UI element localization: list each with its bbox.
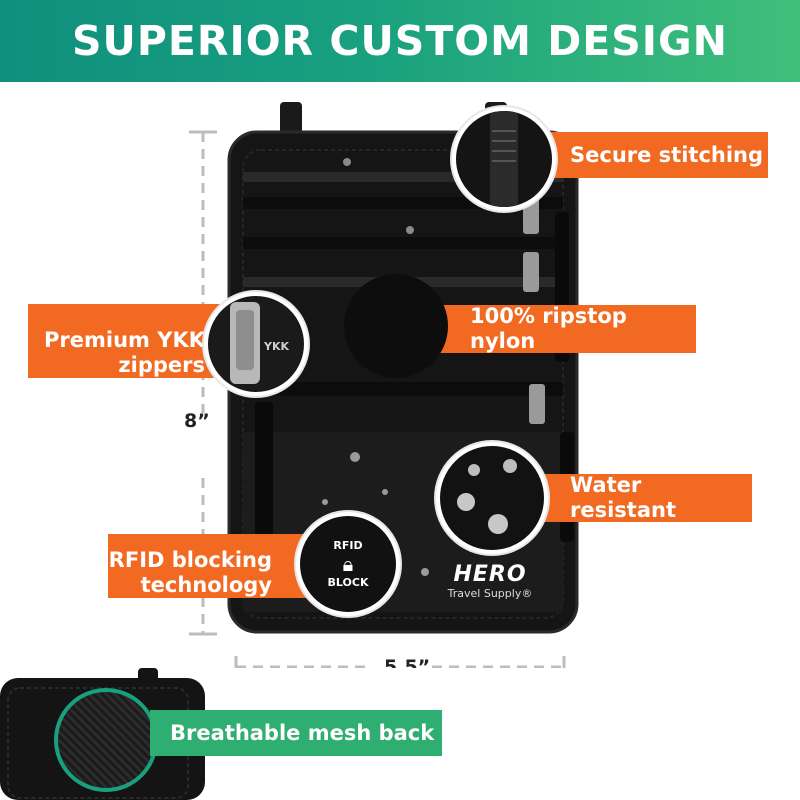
- zipper-detail-circle: YKK: [204, 292, 308, 396]
- rfid-line2: technology: [140, 573, 272, 597]
- banner-title: SUPERIOR CUSTOM DESIGN: [72, 17, 728, 65]
- water-droplets-icon: [457, 459, 517, 534]
- premium-ykk-line1: Premium YKK: [44, 328, 205, 352]
- rfid-badge-top: RFID: [333, 539, 363, 552]
- strap-icon: [490, 111, 518, 207]
- water-resistant-label: Water resistant: [570, 473, 676, 522]
- zipper-tag-label: YKK: [264, 340, 290, 353]
- callout-mesh-back: Breathable mesh back: [150, 710, 442, 756]
- ripstop-detail-circle: [344, 274, 448, 378]
- rfid-badge-bottom: BLOCK: [327, 576, 369, 589]
- ripstop-label: 100% ripstop nylon: [470, 304, 627, 353]
- brand-name: HERO: [453, 562, 527, 587]
- zipper-icon: [230, 302, 260, 384]
- callout-ripstop: 100% ripstop nylon: [400, 304, 696, 353]
- height-label: 8”: [184, 410, 210, 432]
- lock-icon: 🔒︎: [342, 552, 354, 576]
- brand-logo: HERO Travel Supply®: [430, 562, 550, 600]
- stitching-detail-circle: [452, 107, 556, 211]
- header-banner: SUPERIOR CUSTOM DESIGN: [0, 0, 800, 82]
- product-stage: 8” 5.5” HERO Travel Supply®: [0, 82, 800, 800]
- secure-stitching-label: Secure stitching: [570, 142, 764, 167]
- mesh-back-panel: Breathable mesh back: [0, 668, 800, 800]
- rfid-line1: RFID blocking: [108, 548, 272, 572]
- water-detail-circle: [436, 442, 548, 554]
- premium-ykk-line2: zippers: [118, 353, 205, 377]
- mesh-back-label: Breathable mesh back: [170, 721, 435, 745]
- rfid-badge: RFID 🔒︎ BLOCK: [296, 512, 400, 616]
- mesh-detail-circle: [54, 688, 158, 792]
- brand-tagline: Travel Supply®: [447, 587, 533, 600]
